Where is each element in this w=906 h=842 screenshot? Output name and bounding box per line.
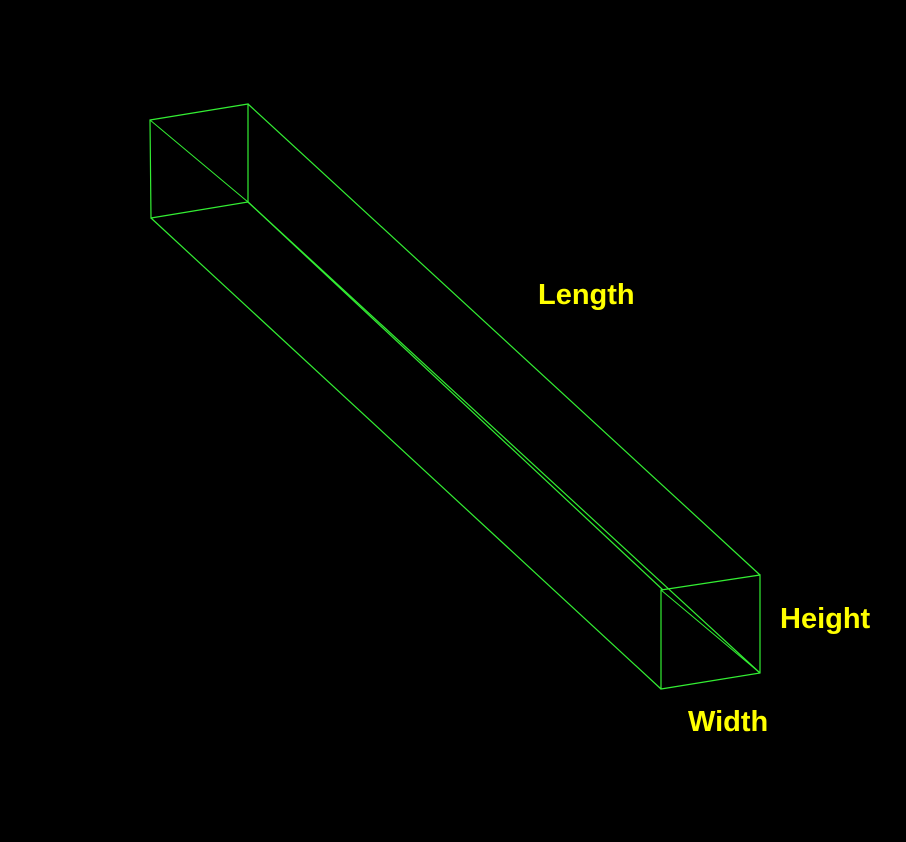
length-label: Length	[538, 279, 635, 311]
long-edge-bottom-back	[247, 201, 761, 674]
long-edge-bottom-front	[150, 217, 662, 690]
far-end-face-diagonal	[660, 589, 761, 674]
long-edge-inner	[247, 201, 664, 591]
near-end-face-diagonal	[149, 119, 249, 203]
prism-wireframe	[149, 103, 761, 690]
height-label: Height	[780, 603, 871, 635]
width-label: Width	[688, 706, 768, 738]
long-edge-top	[247, 103, 761, 576]
